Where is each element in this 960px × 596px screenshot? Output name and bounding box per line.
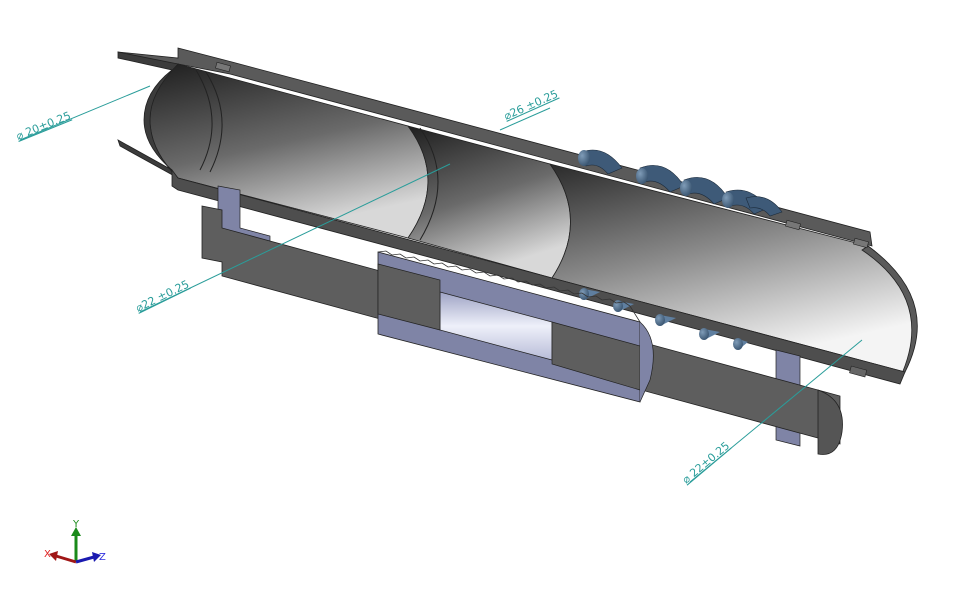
y-axis-arrow-icon bbox=[71, 527, 81, 536]
inner-ring bbox=[195, 69, 213, 171]
top-fins bbox=[578, 149, 783, 217]
dimension-label-22-left[interactable]: ⌀22 ±0.25 bbox=[134, 278, 192, 315]
outer-tube-section bbox=[117, 47, 918, 385]
dimension-lines bbox=[19, 85, 863, 483]
dimension-label-22-right[interactable]: ⌀ 22±0.25 bbox=[680, 439, 733, 486]
lower-rod-assembly bbox=[201, 185, 843, 455]
z-axis-arrow-icon bbox=[92, 552, 101, 562]
y-axis-label: Y bbox=[72, 519, 80, 530]
x-axis-arrow-icon bbox=[49, 551, 58, 561]
z-axis-label: Z bbox=[99, 552, 106, 563]
coordinate-triad: Y X Z bbox=[44, 519, 106, 564]
outer-tube-left-end bbox=[117, 51, 179, 179]
dimension-label-20[interactable]: ⌀ 20±0.25 bbox=[14, 109, 72, 143]
rod-right-cap bbox=[817, 389, 843, 455]
dimension-label-26[interactable]: ⌀26 ±0.25 bbox=[502, 87, 560, 122]
x-axis-label: X bbox=[44, 549, 51, 560]
outer-tube-bottom-wall bbox=[171, 168, 906, 385]
